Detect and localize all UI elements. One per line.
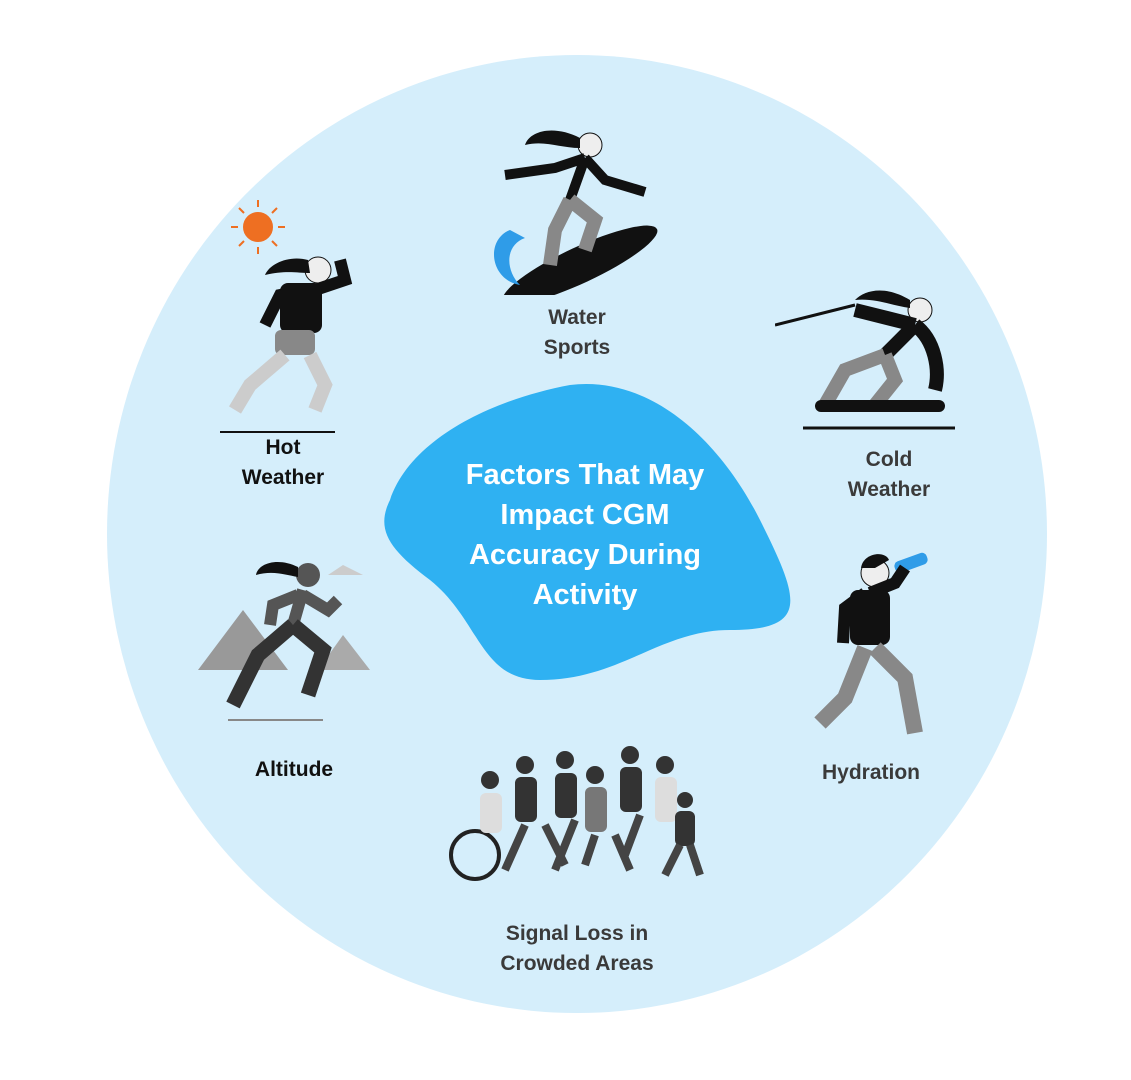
crowd-runners-icon — [449, 746, 704, 881]
factor-label-cold-weather: Cold Weather — [847, 448, 931, 501]
factor-label-water-sports: Water Sports — [543, 306, 611, 359]
factor-label-hot-weather: Hot Weather — [241, 436, 325, 489]
runner-drinking-icon — [814, 552, 928, 735]
factor-label-signal-loss: Signal Loss in Crowded Areas — [500, 922, 654, 975]
hot-runner-icon — [220, 200, 353, 433]
diagram-title: Factors That May Impact CGM Accuracy Dur… — [465, 459, 705, 611]
mountain-runner-icon — [198, 561, 370, 721]
factor-label-altitude: Altitude — [254, 758, 334, 781]
surfer-icon — [493, 130, 658, 295]
center-blob — [384, 383, 791, 680]
factor-label-hydration: Hydration — [821, 761, 920, 784]
sun-icon — [231, 200, 285, 254]
skier-icon — [775, 290, 955, 430]
